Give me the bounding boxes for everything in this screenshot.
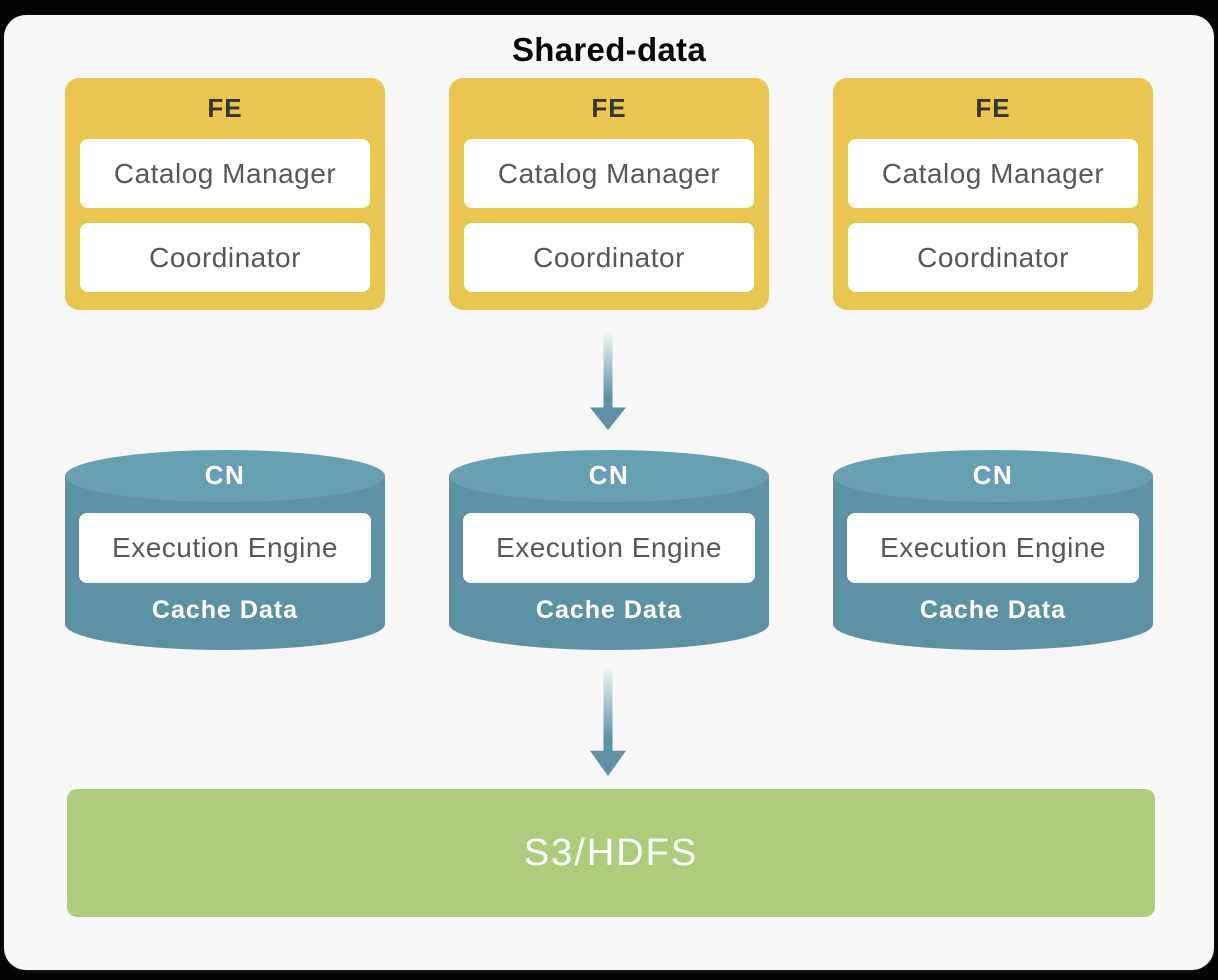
fe-node-2-catalog-manager: Catalog Manager [464,139,754,208]
diagram-card: Shared-data FE Catalog Manager Coordinat… [4,15,1214,970]
cn-node-1-label: CN [204,460,246,490]
diagram-title: Shared-data [511,31,707,68]
cn-node-3: CN Execution Engine Cache Data [833,450,1153,650]
fe-to-cn-arrow [588,332,628,430]
cn-to-storage-arrow [588,666,628,776]
storage-node: S3/HDFS [67,789,1155,917]
fe-node-3-catalog-manager: Catalog Manager [848,139,1138,208]
fe-node-1-catalog-manager: Catalog Manager [80,139,370,208]
cn-node-2-execution-engine: Execution Engine [463,513,755,583]
fe-node-1: FE Catalog Manager Coordinator [65,78,385,310]
fe-node-2-coordinator: Coordinator [464,223,754,292]
cn-node-1-execution-engine: Execution Engine [79,513,371,583]
cn-node-2-cache-data-label: Cache Data [535,596,683,624]
fe-node-3: FE Catalog Manager Coordinator [833,78,1153,310]
fe-node-3-label: FE [975,92,1011,123]
cn-node-2-label: CN [588,460,630,490]
fe-node-2: FE Catalog Manager Coordinator [449,78,769,310]
fe-node-2-label: FE [591,92,627,123]
cn-node-3-label: CN [972,460,1014,490]
fe-node-1-label: FE [207,92,243,123]
fe-node-1-coordinator: Coordinator [80,223,370,292]
storage-node-label: S3/HDFS [523,831,699,874]
cn-node-1: CN Execution Engine Cache Data [65,450,385,650]
cn-node-3-execution-engine: Execution Engine [847,513,1139,583]
fe-node-3-coordinator: Coordinator [848,223,1138,292]
cn-node-3-cache-data-label: Cache Data [919,596,1067,624]
cn-node-2: CN Execution Engine Cache Data [449,450,769,650]
cn-node-1-cache-data-label: Cache Data [151,596,299,624]
